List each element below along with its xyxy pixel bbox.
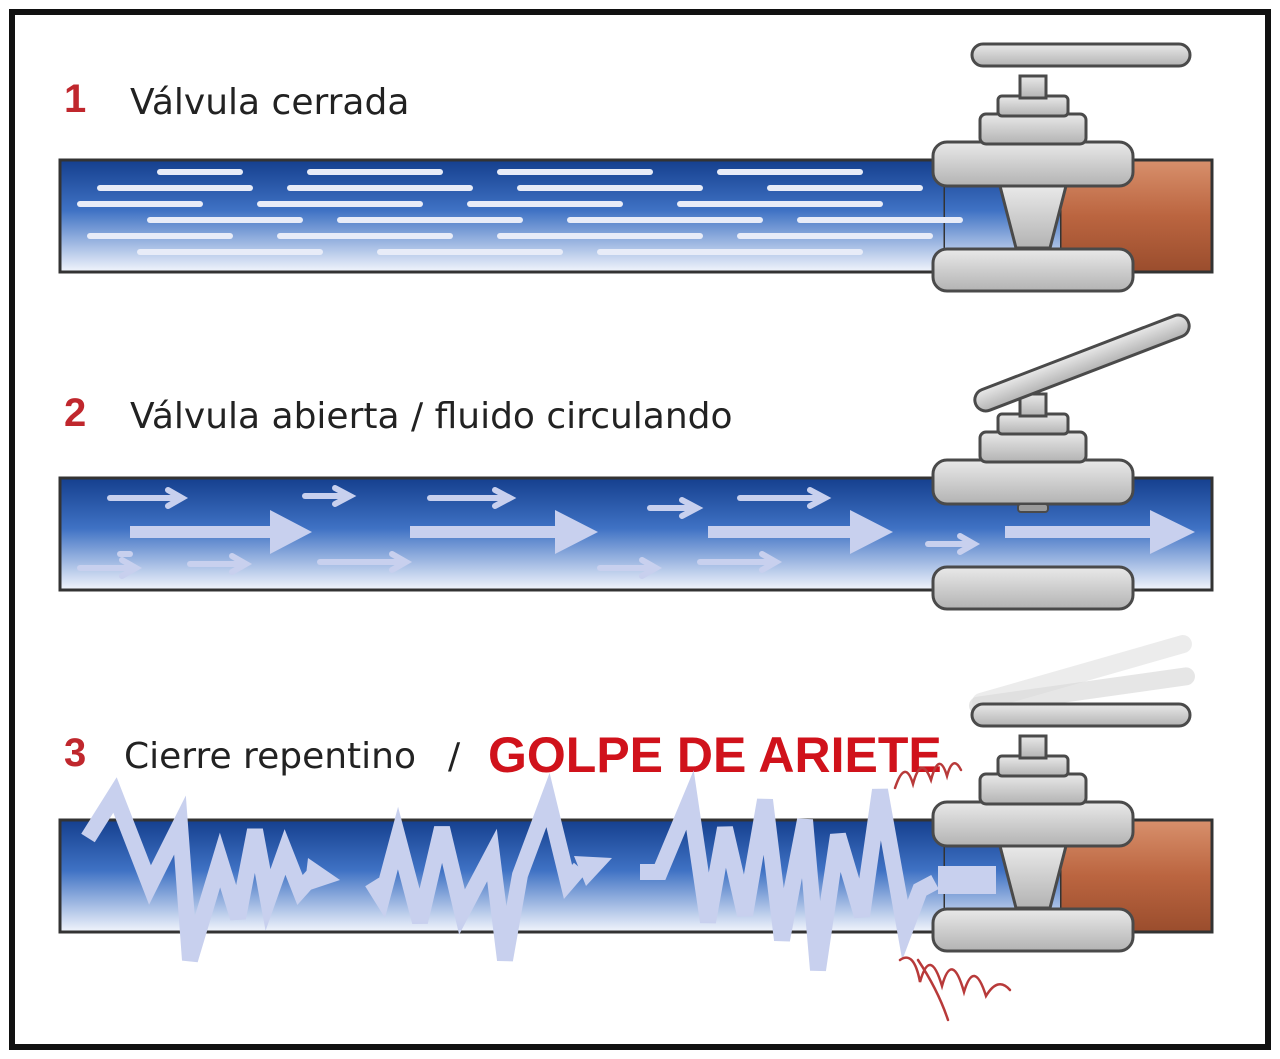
step-3-valve-handle — [970, 702, 1192, 728]
vibration-marks — [893, 762, 1012, 1022]
step-3-number: 3 — [64, 731, 86, 775]
step-2-label: Válvula abierta / fluido circulando — [130, 396, 733, 437]
step-3: 3 Cierre repentino / GOLPE DE ARIETE — [58, 635, 1214, 1022]
water-hammer-title: GOLPE DE ARIETE — [488, 727, 942, 783]
step-2-number: 2 — [64, 391, 86, 435]
still-water-streaks — [77, 169, 963, 255]
step-3-separator: / — [448, 736, 461, 777]
step-3-label: Cierre repentino — [124, 736, 416, 777]
step-1-valve-handle — [970, 42, 1192, 68]
step-1-number: 1 — [64, 77, 86, 121]
step-1-label: Válvula cerrada — [130, 82, 409, 123]
flow-arrows — [77, 485, 1195, 579]
step-2-valve-gate — [1017, 503, 1049, 513]
step-2-valve-handle — [973, 313, 1191, 413]
shockwave-arrowheads — [304, 856, 996, 894]
step-1-pipe — [58, 158, 947, 274]
step-2: 2 Válvula abierta / fluido circulando — [58, 313, 1214, 611]
pressure-shockwaves — [81, 770, 939, 972]
step-1: 1 Válvula cerrada — [58, 42, 1214, 293]
